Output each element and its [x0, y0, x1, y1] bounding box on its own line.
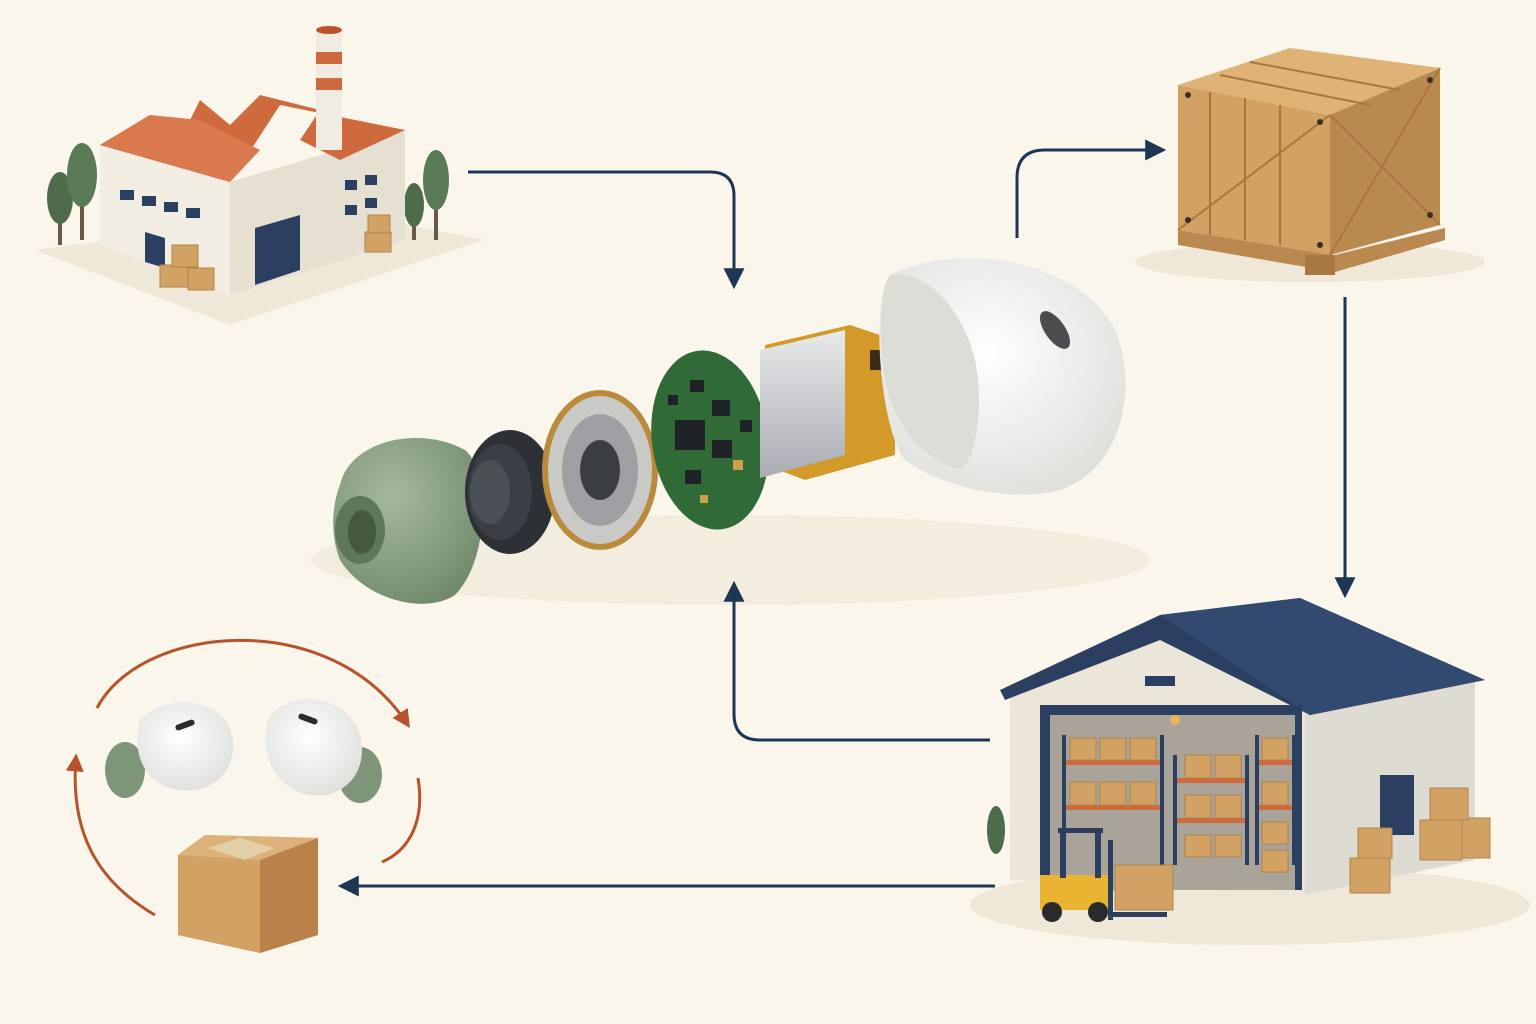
earbuds-pair-icon — [105, 699, 382, 803]
nozzle-icon — [465, 430, 555, 554]
forklift-icon — [1040, 828, 1174, 922]
arrow-factory-to-components — [468, 170, 745, 290]
arrow-warehouse-to-components — [723, 580, 990, 742]
circuit-board-icon — [651, 350, 769, 530]
wooden-crate-icon — [1135, 48, 1485, 282]
battery-icon — [760, 325, 900, 480]
factory-icon — [35, 26, 485, 325]
circular-arrows-icon — [65, 638, 422, 917]
tree-icon — [47, 143, 449, 245]
warehouse-icon — [970, 598, 1530, 945]
earbud-housing-icon — [879, 258, 1126, 495]
flow-arrows — [337, 139, 1356, 897]
speaker-driver-icon — [542, 390, 658, 550]
ear-tip-icon — [333, 437, 483, 604]
cardboard-box-icon — [178, 835, 318, 953]
arrow-components-to-crate — [1015, 139, 1167, 238]
earbud-exploded-icon — [310, 258, 1150, 605]
